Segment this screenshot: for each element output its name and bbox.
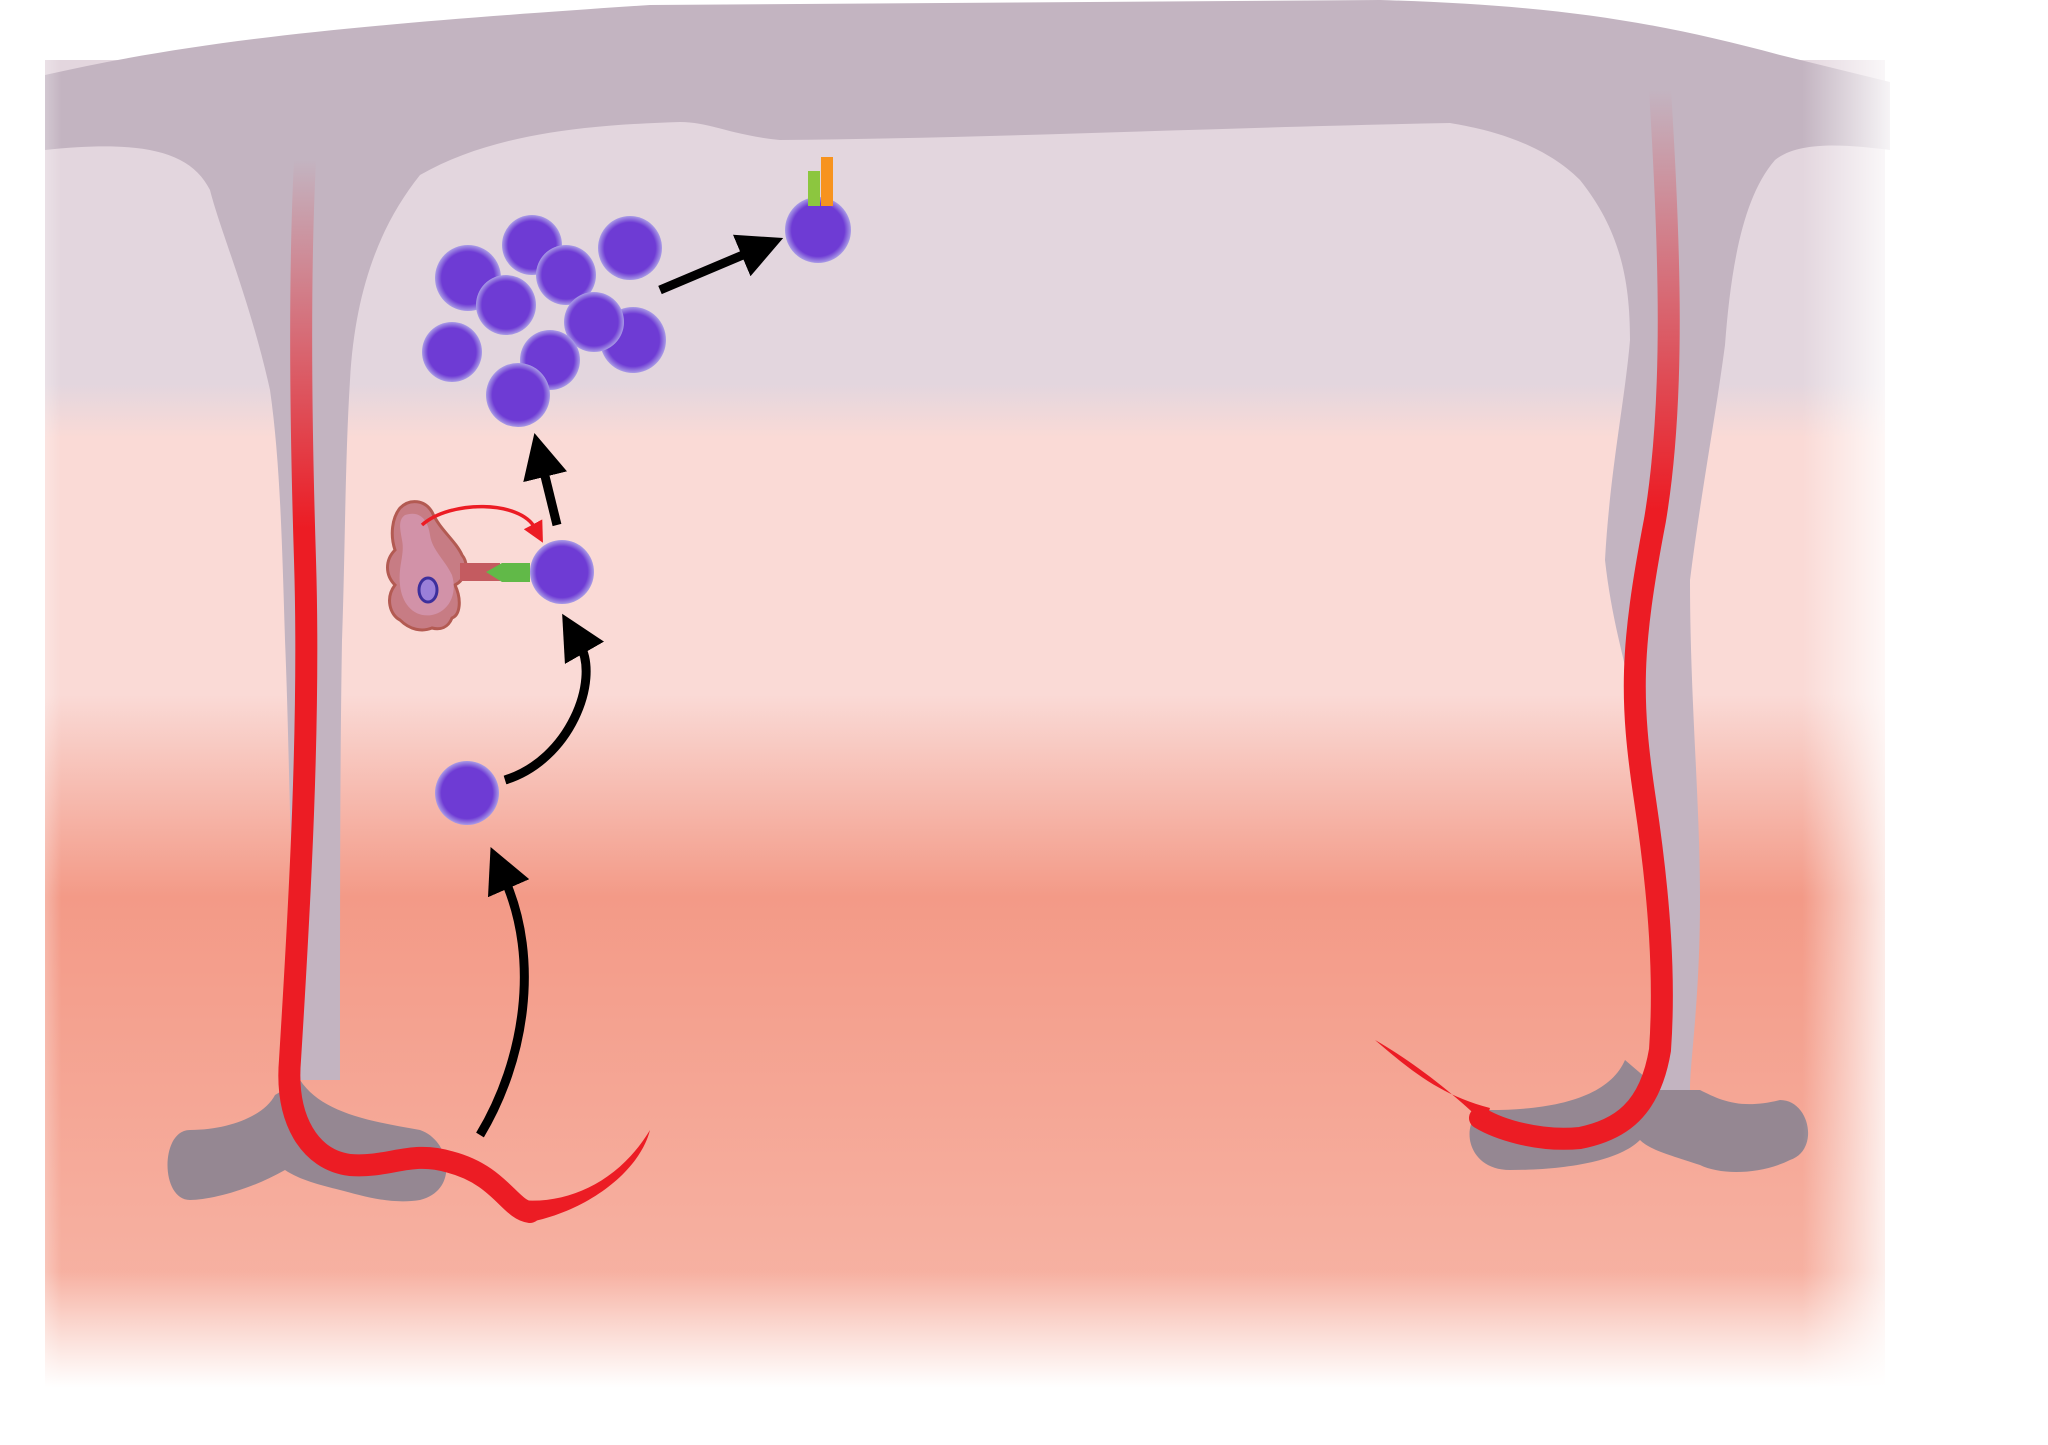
lymphocyte-cell	[476, 275, 536, 335]
lymphocyte-cell	[785, 197, 851, 263]
surface-marker-green	[808, 171, 820, 206]
flow-arrow-to-cluster	[523, 433, 567, 527]
lymphocyte-cell	[486, 363, 550, 427]
lymphocyte-cell	[536, 245, 596, 305]
lymphocyte-cell	[564, 292, 624, 352]
signal-arrow	[420, 504, 543, 543]
antigen-presenting-cell	[386, 500, 500, 632]
antigen-presenting-cell-body	[399, 513, 454, 616]
flow-arrow-to-marker-cell	[658, 234, 784, 295]
antigen-presenting-cell-nucleus	[417, 576, 439, 604]
lymphocyte-cells	[422, 197, 851, 825]
flow-arrow-to-contact	[503, 613, 605, 785]
lymphocyte-cell	[598, 216, 662, 280]
surface-marker-orange	[821, 157, 833, 206]
receptor	[486, 563, 530, 582]
antigen-presenting-stalk	[460, 563, 500, 581]
lymphocyte-cell	[530, 540, 594, 604]
lymphocyte-cell	[422, 322, 482, 382]
lymphocyte-cell	[435, 761, 499, 825]
flow-arrow-entry	[476, 847, 530, 1138]
